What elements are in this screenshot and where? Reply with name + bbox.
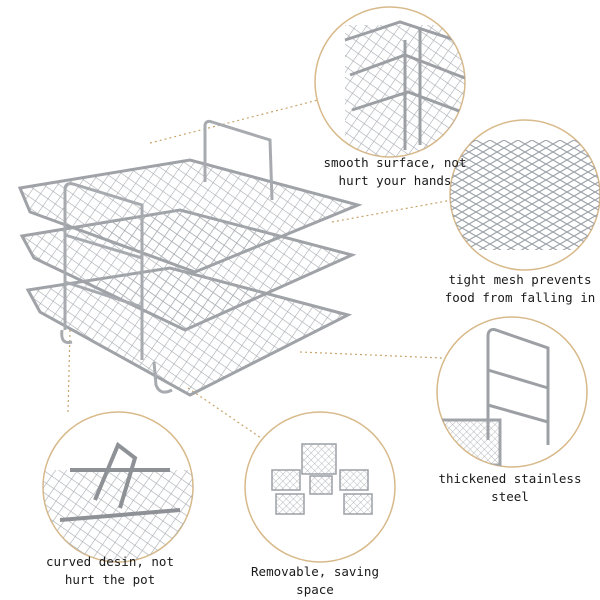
detail-smooth-surface (314, 6, 466, 158)
caption-line: thickened stainless (438, 471, 582, 486)
caption-line: Removable, saving (251, 564, 379, 579)
caption-line: tight mesh prevents (448, 272, 592, 287)
rack-tray-top (17, 158, 363, 274)
detail-thick-steel (436, 316, 588, 468)
leader-lines (67, 99, 453, 441)
caption-smooth-surface: smooth surface, not hurt your hands (300, 154, 490, 190)
rack-handle-front (60, 182, 173, 394)
caption-curved-design: curved desin, not hurt the pot (20, 553, 200, 589)
caption-line: hurt your hands (338, 173, 452, 188)
rack-main (17, 119, 363, 397)
detail-curved-design (42, 411, 194, 563)
caption-thick-steel: thickened stainless steel (430, 470, 590, 506)
caption-removable: Removable, saving space (245, 563, 385, 599)
caption-line: food from falling in (444, 290, 596, 305)
caption-line: hurt the pot (64, 572, 156, 587)
detail-removable (244, 411, 396, 563)
caption-line: curved desin, not (46, 554, 174, 569)
caption-line: smooth surface, not (323, 155, 467, 170)
detail-tight-mesh (449, 119, 600, 271)
rack-handle-back (203, 119, 274, 201)
caption-tight-mesh: tight mesh prevents food from falling in (440, 271, 600, 307)
caption-line: steel (491, 489, 529, 504)
caption-line: space (296, 582, 334, 597)
